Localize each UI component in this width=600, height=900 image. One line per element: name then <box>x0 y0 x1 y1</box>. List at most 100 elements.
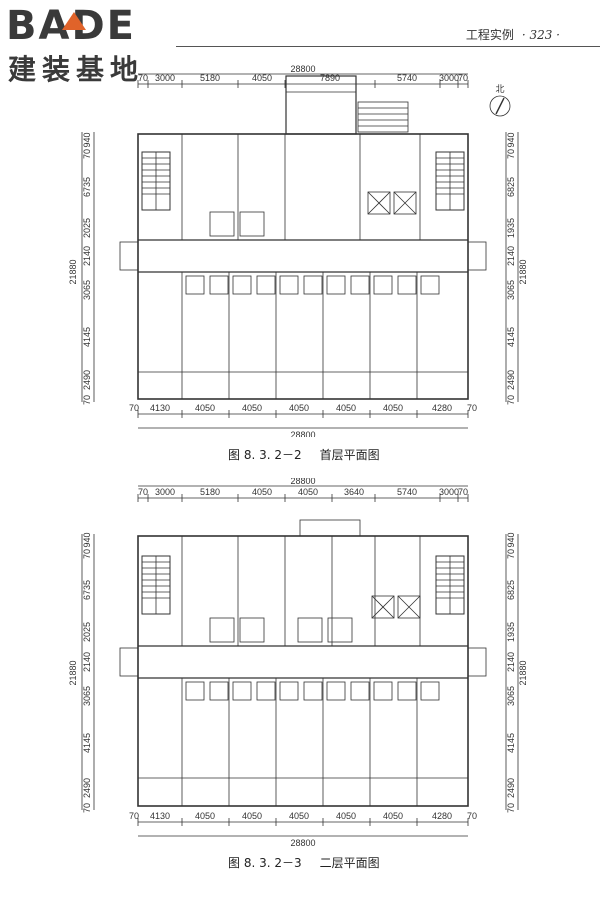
dim-top-3: 4050 <box>252 487 272 497</box>
dim-right-4: 2140 <box>506 652 516 672</box>
dim-top-0: 70 <box>138 73 148 83</box>
dim-right-2: 6825 <box>506 580 516 600</box>
section-title: 工程实例 <box>465 28 514 42</box>
dim-right-5: 3065 <box>506 280 516 300</box>
dim-bottom-7: 4280 <box>432 811 452 821</box>
dim-right-1: 70 <box>506 149 516 159</box>
dim-left-5: 3065 <box>82 280 92 300</box>
second-floor-plan: 28800 70 3000 5180 4050 4050 3640 5740 3… <box>60 478 540 850</box>
dim-top-7: 70 <box>458 73 468 83</box>
dim-bottom-8: 70 <box>467 403 477 413</box>
dim-left-total: 21880 <box>68 259 78 284</box>
dim-right-1: 70 <box>506 549 516 559</box>
dim-top-3: 4050 <box>252 73 272 83</box>
bade-logo: BADE 建装基地 <box>6 4 176 90</box>
dim-right-5: 3065 <box>506 686 516 706</box>
dim-left-3: 2025 <box>82 622 92 642</box>
dim-right-3: 1935 <box>506 218 516 238</box>
dim-top-5: 5740 <box>397 73 417 83</box>
dim-top-6: 5740 <box>397 487 417 497</box>
dim-bottom-1: 4130 <box>150 811 170 821</box>
dim-left-6: 4145 <box>82 733 92 753</box>
figure-number: 图 8. 3. 2－3 <box>228 856 302 870</box>
dim-top-7: 3000 <box>439 487 459 497</box>
dim-left-8: 70 <box>82 395 92 405</box>
dim-left-2: 6735 <box>82 177 92 197</box>
dim-right-4: 2140 <box>506 246 516 266</box>
page-header: BADE 建装基地 工程实例 · 323 · <box>0 0 600 92</box>
dim-left-8: 70 <box>82 803 92 813</box>
dim-left-7: 2490 <box>82 370 92 390</box>
dim-right-0: 940 <box>506 132 516 147</box>
dim-top-4: 4050 <box>298 487 318 497</box>
dim-left-2: 6735 <box>82 580 92 600</box>
second-floor-dimension-labels: 28800 70 3000 5180 4050 4050 3640 5740 3… <box>68 478 528 848</box>
dim-left-4: 2140 <box>82 246 92 266</box>
dim-right-total: 21880 <box>518 259 528 284</box>
dim-top-5: 3640 <box>344 487 364 497</box>
dim-bottom-0: 70 <box>129 403 139 413</box>
dim-bottom-5: 4050 <box>336 811 356 821</box>
logo-subtitle: 建装基地 <box>8 53 145 86</box>
dim-left-6: 4145 <box>82 327 92 347</box>
dim-right-6: 4145 <box>506 733 516 753</box>
dim-right-8: 70 <box>506 803 516 813</box>
dim-total-width-top: 28800 <box>290 64 315 74</box>
dim-right-2: 6825 <box>506 177 516 197</box>
dim-top-1: 3000 <box>155 487 175 497</box>
dim-left-3: 2025 <box>82 218 92 238</box>
dim-right-7: 2490 <box>506 370 516 390</box>
dim-top-4: 7890 <box>320 73 340 83</box>
dim-bottom-1: 4130 <box>150 403 170 413</box>
dim-bottom-3: 4050 <box>242 403 262 413</box>
dim-total-width-bottom: 28800 <box>290 838 315 848</box>
dim-left-4: 2140 <box>82 652 92 672</box>
running-header: 工程实例 · 323 · <box>466 26 560 43</box>
dim-right-3: 1935 <box>506 622 516 642</box>
dim-top-1: 3000 <box>155 73 175 83</box>
dim-bottom-2: 4050 <box>195 403 215 413</box>
dim-left-0: 940 <box>82 132 92 147</box>
dim-bottom-7: 4280 <box>432 403 452 413</box>
dim-bottom-6: 4050 <box>383 403 403 413</box>
dim-top-2: 5180 <box>200 487 220 497</box>
dim-bottom-4: 4050 <box>289 403 309 413</box>
dim-bottom-4: 4050 <box>289 811 309 821</box>
dim-left-total: 21880 <box>68 660 78 685</box>
dim-bottom-2: 4050 <box>195 811 215 821</box>
dim-top-0: 70 <box>138 487 148 497</box>
dim-bottom-6: 4050 <box>383 811 403 821</box>
dim-right-7: 2490 <box>506 778 516 798</box>
ground-floor-plan: 28800 70 3000 5180 4050 7890 5740 3000 7… <box>60 62 540 437</box>
page-number: · 323 · <box>521 28 560 42</box>
dim-left-0: 940 <box>82 532 92 547</box>
dim-left-1: 70 <box>82 549 92 559</box>
dim-total-width-top: 28800 <box>290 478 315 486</box>
figure-title: 二层平面图 <box>319 856 380 870</box>
ground-floor-dimension-labels: 28800 70 3000 5180 4050 7890 5740 3000 7… <box>68 64 528 437</box>
logo-accent-triangle <box>62 12 86 30</box>
dim-right-0: 940 <box>506 532 516 547</box>
header-rule <box>176 46 600 47</box>
dim-bottom-8: 70 <box>467 811 477 821</box>
dim-top-2: 5180 <box>200 73 220 83</box>
ground-floor-plan-drawing: 28800 70 3000 5180 4050 7890 5740 3000 7… <box>68 64 528 437</box>
dim-right-6: 4145 <box>506 327 516 347</box>
dim-total-width-bottom: 28800 <box>290 430 315 437</box>
dim-left-5: 3065 <box>82 686 92 706</box>
dim-top-6: 3000 <box>439 73 459 83</box>
dim-left-7: 2490 <box>82 778 92 798</box>
north-arrow-label: 北 <box>495 84 504 94</box>
dim-top-8: 70 <box>458 487 468 497</box>
dim-bottom-5: 4050 <box>336 403 356 413</box>
dim-right-total: 21880 <box>518 660 528 685</box>
second-floor-plan-drawing: 28800 70 3000 5180 4050 4050 3640 5740 3… <box>68 478 528 848</box>
dim-bottom-3: 4050 <box>242 811 262 821</box>
dim-right-8: 70 <box>506 395 516 405</box>
dim-left-1: 70 <box>82 149 92 159</box>
figure-number: 图 8. 3. 2－2 <box>228 448 302 462</box>
dim-bottom-0: 70 <box>129 811 139 821</box>
figure-title: 首层平面图 <box>319 448 380 462</box>
ground-floor-caption: 图 8. 3. 2－2 首层平面图 <box>0 446 600 463</box>
second-floor-caption: 图 8. 3. 2－3 二层平面图 <box>0 854 600 871</box>
